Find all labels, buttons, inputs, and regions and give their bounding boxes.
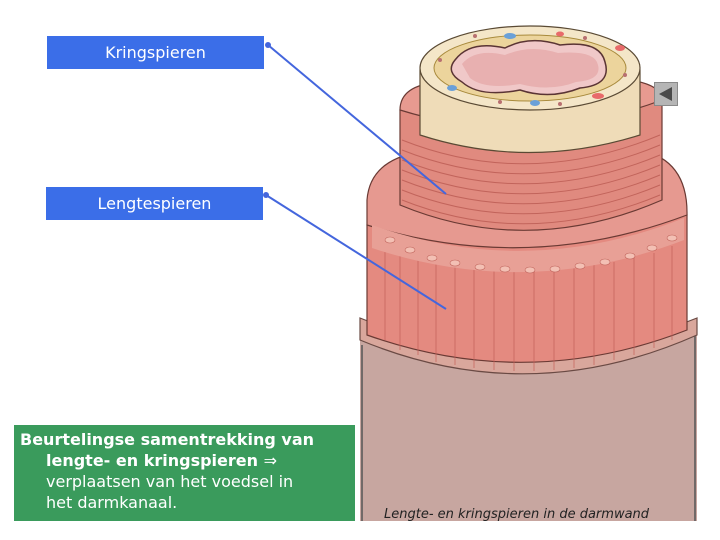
summary-line-3: verplaatsen van het voedsel in xyxy=(46,472,294,491)
tissue-cells xyxy=(438,31,627,106)
back-triangle-icon[interactable] xyxy=(654,82,678,106)
summary-line-1: Beurtelingse samentrekking van xyxy=(20,430,315,449)
figure-caption: Lengte- en kringspieren in de darmwand xyxy=(384,507,650,522)
summary-line-2-text: lengte- en kringspieren xyxy=(46,451,259,470)
longitudinal-muscles-label: Lengtespieren xyxy=(46,187,263,220)
summary-box: Beurtelingse samentrekking van lengte- e… xyxy=(14,425,355,521)
mucosa-layer xyxy=(419,25,641,154)
summary-line-2: lengte- en kringspieren ⇒ xyxy=(20,450,349,471)
pointer-lines xyxy=(263,42,447,310)
implies-arrow-icon: ⇒ xyxy=(263,451,277,470)
summary-line-4: het darmkanaal. xyxy=(46,493,178,512)
circular-muscles-label: Kringspieren xyxy=(47,36,264,69)
